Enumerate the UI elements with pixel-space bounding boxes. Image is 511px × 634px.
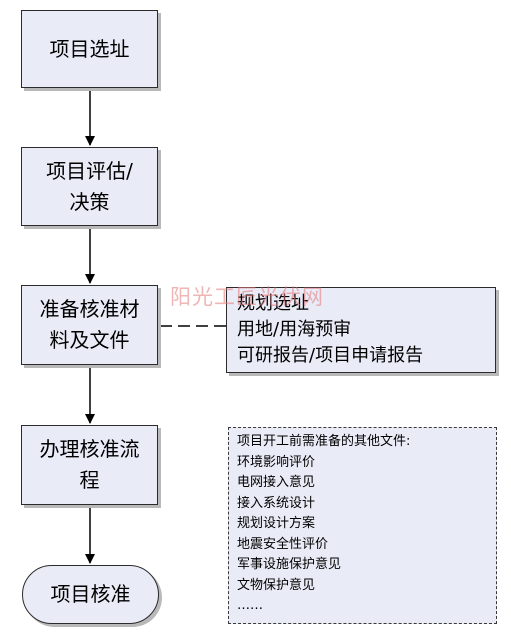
other-documents-title: 项目开工前需准备的其他文件:: [237, 434, 411, 449]
required-documents-box: 规划选址 用地/用海预审 可研报告/项目申请报告: [226, 287, 496, 373]
required-document-item: 规划选址: [237, 293, 309, 314]
other-documents-box: 项目开工前需准备的其他文件: 环境影响评价 电网接入意见 接入系统设计 规划设计…: [228, 427, 497, 624]
other-document-item: 文物保护意见: [237, 577, 316, 593]
step-project-approval-label: 项目核准: [50, 582, 131, 606]
other-document-item: 接入系统设计: [237, 495, 316, 511]
step-project-evaluation: 项目评估/ 决策: [21, 147, 158, 226]
step-project-approval: 项目核准: [22, 565, 159, 624]
step-approval-process-label: 办理核准流 程: [39, 437, 140, 492]
step-project-evaluation-label: 项目评估/ 决策: [46, 158, 133, 214]
required-document-item: 用地/用海预审: [237, 319, 352, 340]
other-document-ellipsis: ……: [237, 598, 263, 613]
other-document-item: 电网接入意见: [237, 475, 316, 490]
step-prepare-documents-label: 准备核准材 料及文件: [39, 297, 140, 352]
other-document-item: 规划设计方案: [237, 516, 316, 531]
other-document-item: 环境影响评价: [237, 454, 316, 470]
step-approval-process: 办理核准流 程: [21, 425, 158, 505]
other-document-item: 地震安全性评价: [237, 536, 329, 552]
required-document-item: 可研报告/项目申请报告: [237, 345, 424, 366]
other-document-item: 军事设施保护意见: [237, 557, 342, 572]
step-project-site-selection-label: 项目选址: [49, 36, 130, 61]
step-prepare-documents: 准备核准材 料及文件: [21, 285, 158, 365]
step-project-site-selection: 项目选址: [21, 10, 158, 88]
